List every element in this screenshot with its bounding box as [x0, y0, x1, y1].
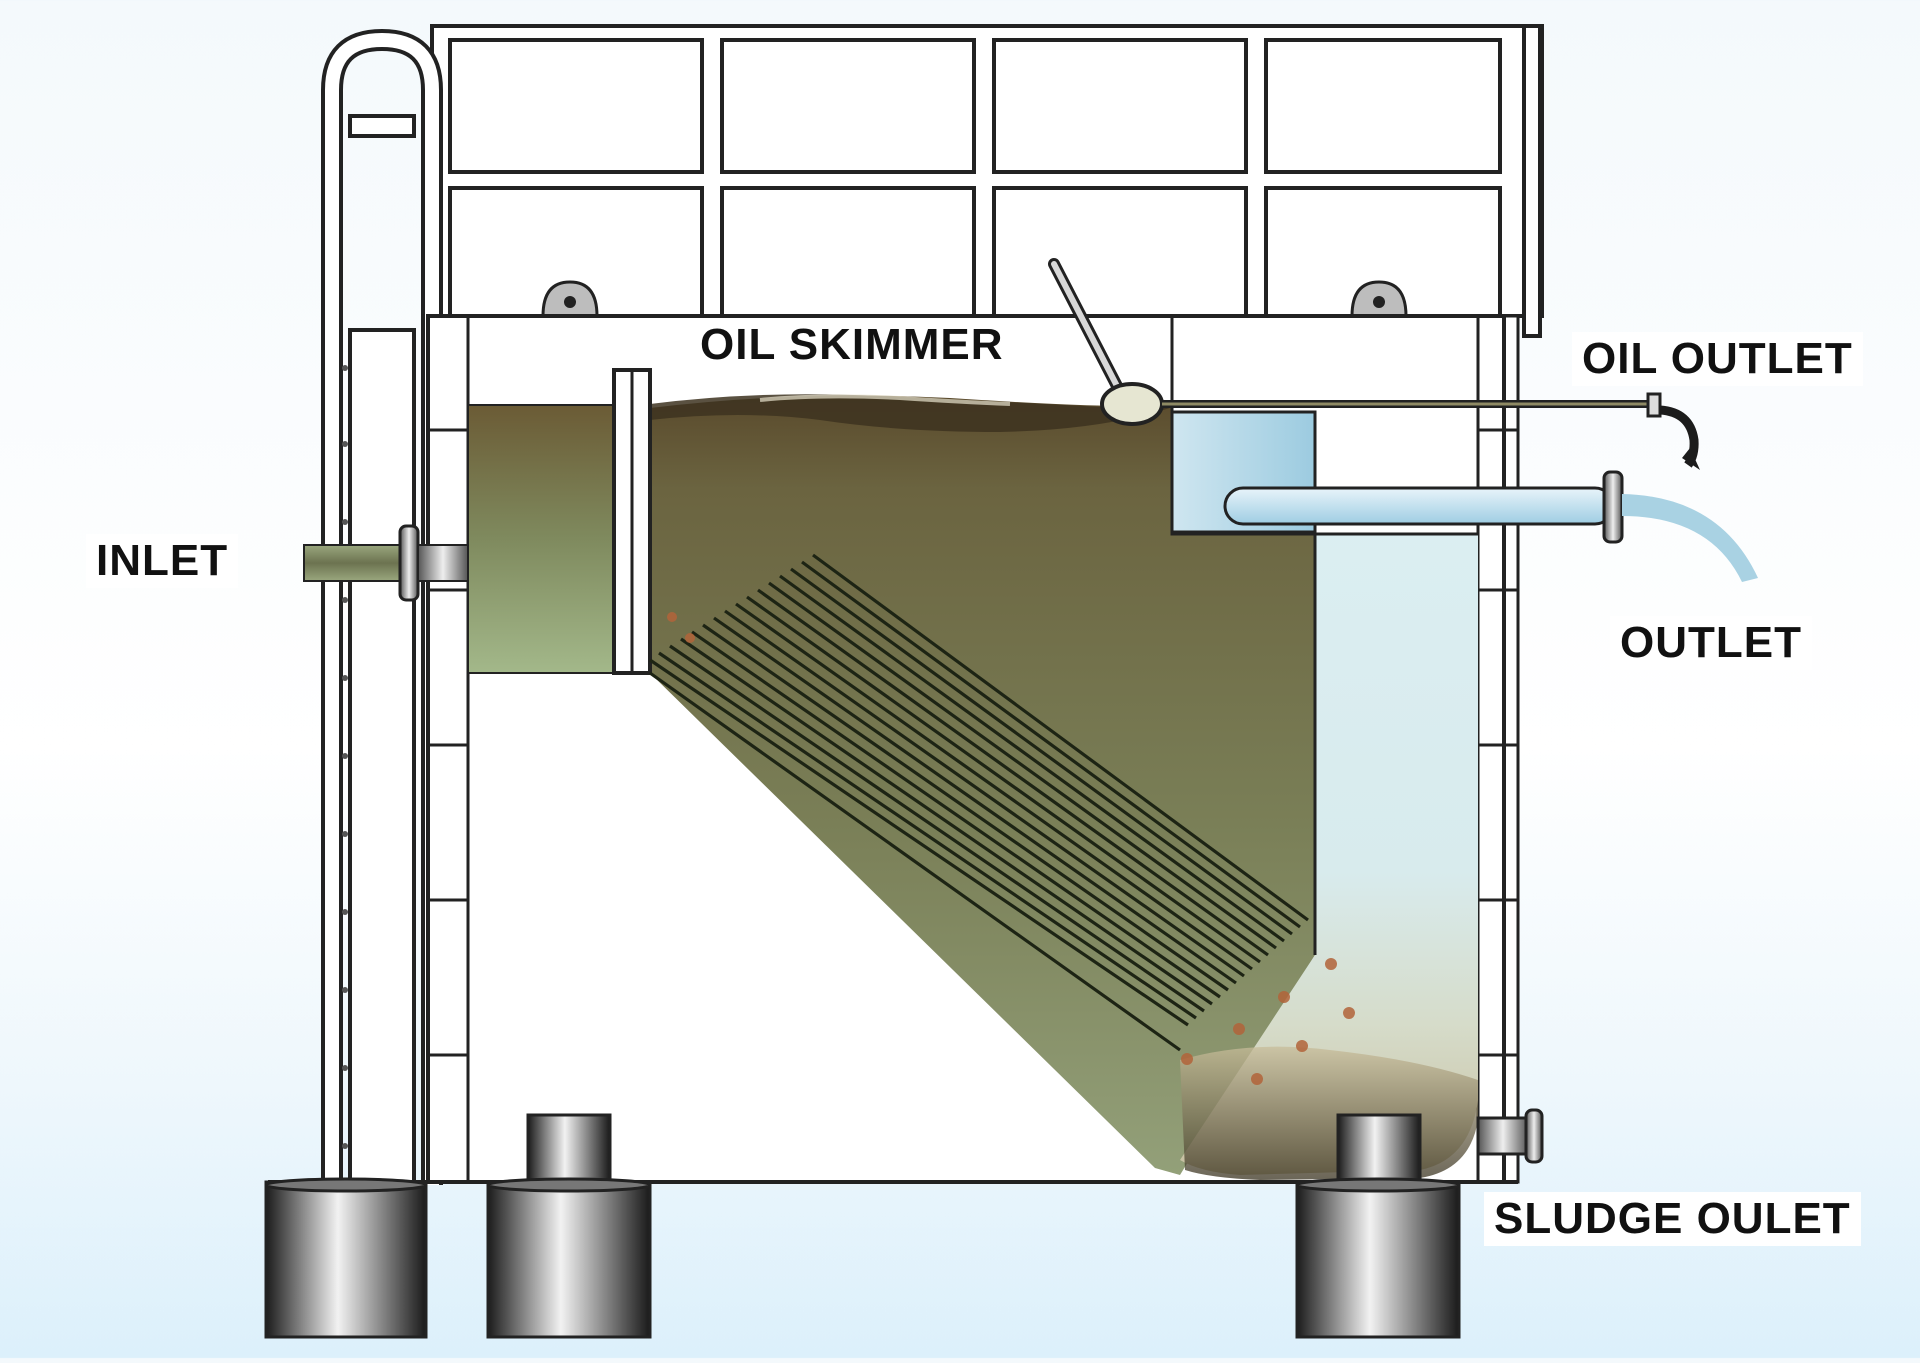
sludge-particles: [667, 612, 1355, 1085]
oil-skimmer: [1048, 258, 1164, 426]
clean-water-chamber: [1180, 418, 1478, 1175]
label-oil-skimmer: OIL SKIMMER: [690, 318, 1014, 372]
oil-layer: [650, 394, 1170, 432]
guard-rail: [430, 24, 1544, 338]
sludge-outlet-valve: [1476, 1108, 1544, 1164]
water-outlet-pipe: [1223, 470, 1758, 582]
coalescer-plate-pack: [649, 553, 1309, 1052]
ladder-dots: [342, 365, 348, 1149]
label-sludge-outlet: SLUDGE OULET: [1484, 1192, 1861, 1246]
inlet-baffle: [612, 368, 652, 675]
tank-side-flanges: [426, 314, 1520, 1184]
inlet-pipe: [303, 524, 469, 602]
label-oil-outlet: OIL OUTLET: [1572, 332, 1863, 386]
ladder-rail: [321, 28, 443, 1187]
label-outlet: OUTLET: [1610, 616, 1812, 670]
label-inlet: INLET: [86, 534, 239, 588]
foot-stands: [264, 1113, 1461, 1339]
separation-chamber: [650, 395, 1315, 1175]
oil-surface-highlight: [759, 394, 1011, 406]
inlet-chamber: [467, 404, 615, 674]
oil-outlet-pipe: [1162, 392, 1700, 470]
